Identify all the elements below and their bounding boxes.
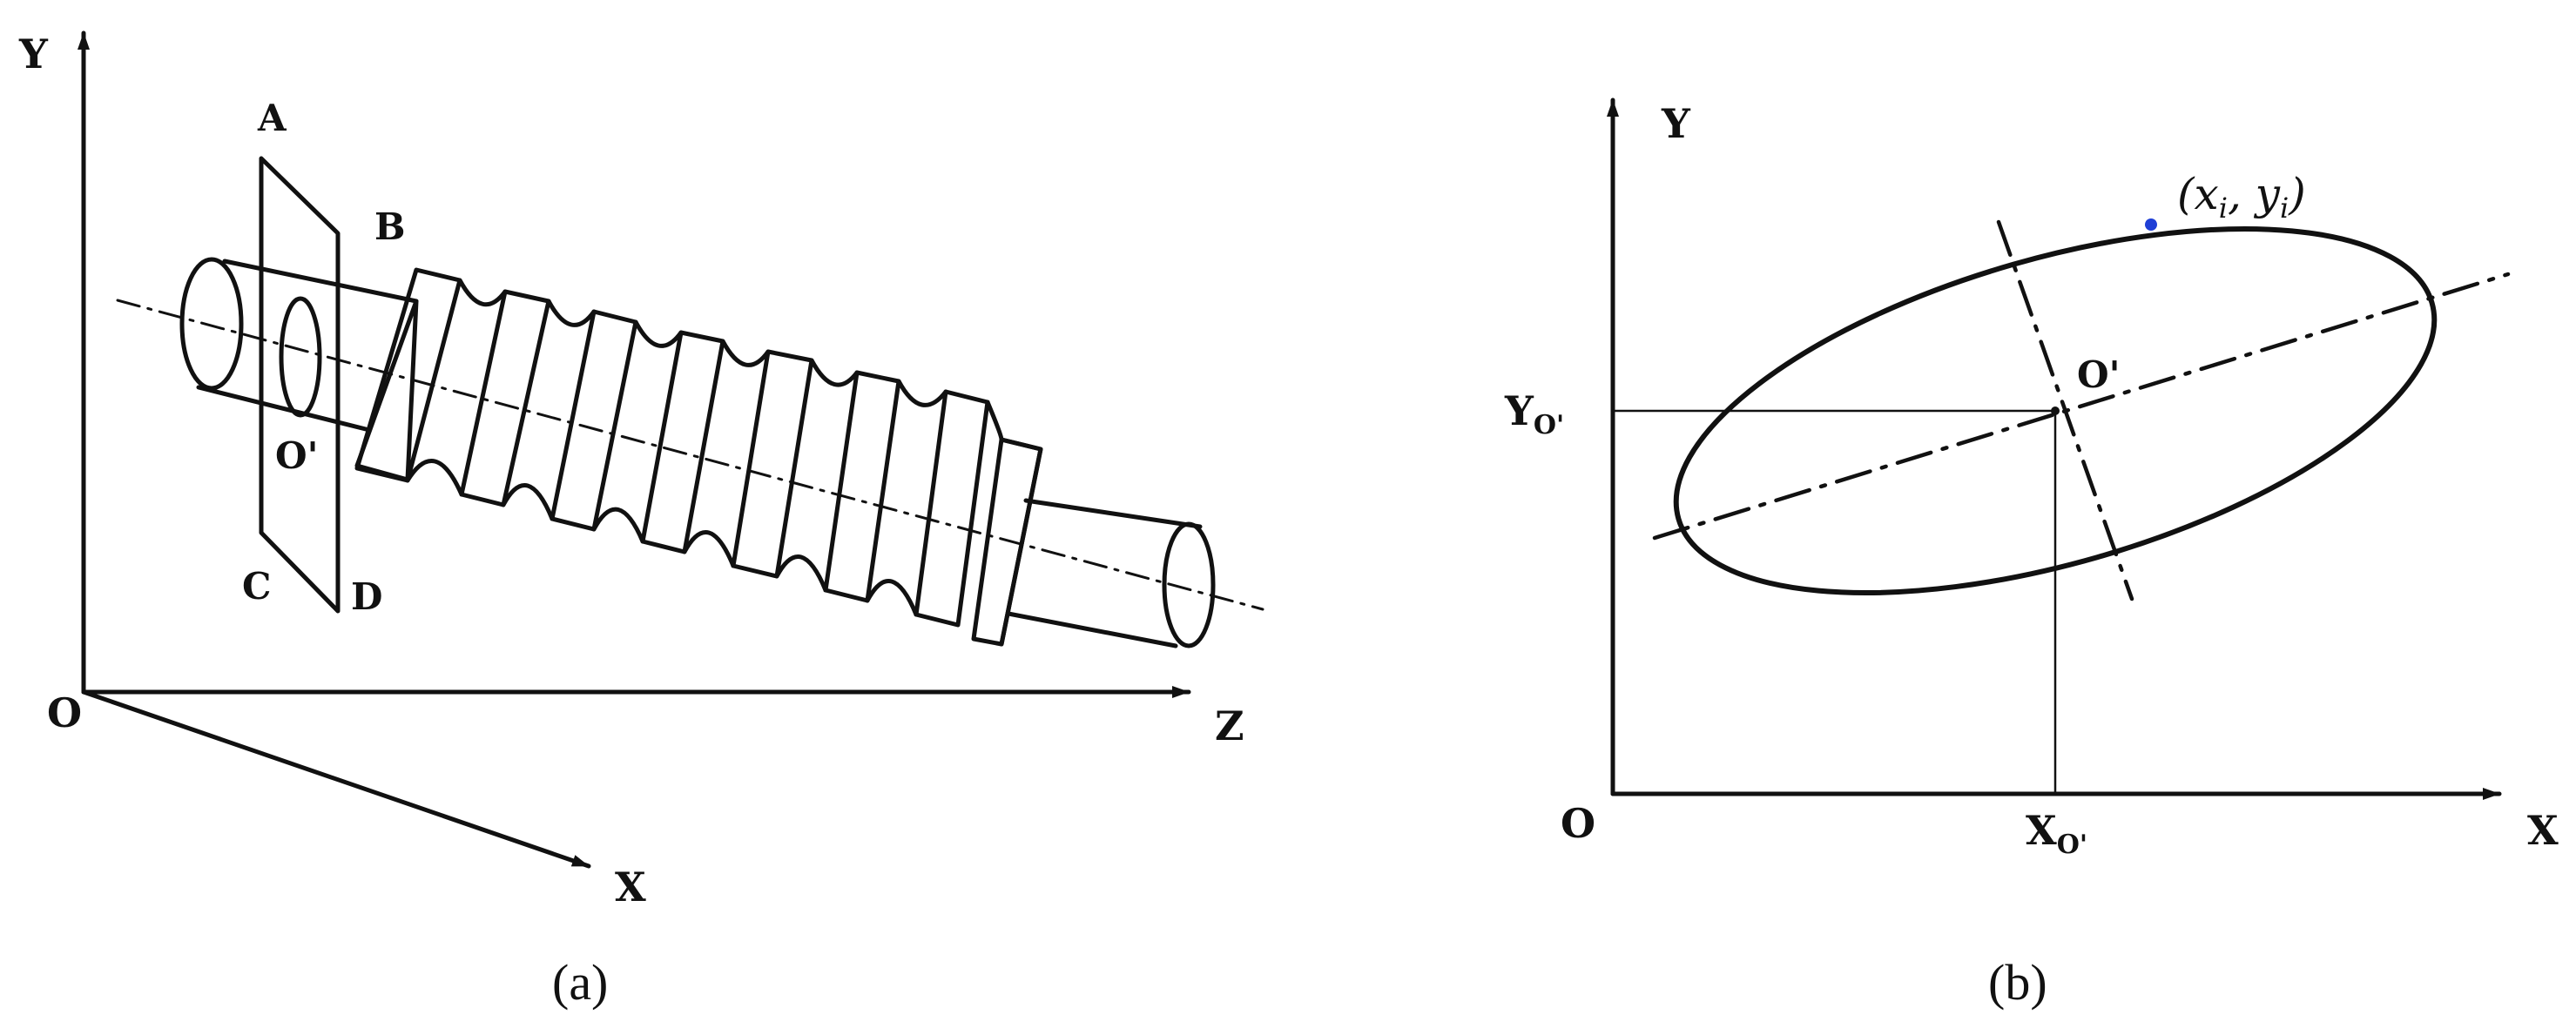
section-center-label: O' xyxy=(275,434,318,477)
x-coordinate-label: XO' xyxy=(2026,807,2087,860)
y-coordinate-label: YO' xyxy=(1504,387,1564,440)
ellipse-major-axis xyxy=(1652,272,2511,541)
ellipse-center-point xyxy=(2051,406,2060,415)
panel-a-x-axis xyxy=(81,689,591,869)
cross-section-ellipse xyxy=(1673,225,2438,596)
panel-b-origin-label: O xyxy=(1561,800,1595,847)
panel-a-x-label: X xyxy=(615,863,646,910)
threaded-section xyxy=(354,267,1043,647)
panel-b: Y X O O' YO' XO' (xi, yi) (b) xyxy=(1504,97,2559,1011)
section-plane-abcd xyxy=(259,156,341,614)
ellipse-minor-axis xyxy=(1996,219,2134,601)
panel-a-origin-label: O xyxy=(47,689,82,736)
panel-a: Y Z X O A B C D O' xyxy=(18,30,1264,1011)
panel-b-caption: (b) xyxy=(1988,954,2047,1011)
panel-a-z-label: Z xyxy=(1215,702,1244,749)
plane-corner-c: C xyxy=(242,565,271,608)
panel-b-x-label: X xyxy=(2527,807,2559,854)
panel-b-y-label: Y xyxy=(1661,100,1691,147)
panel-a-y-label: Y xyxy=(18,30,49,77)
plane-corner-d: D xyxy=(351,575,382,618)
panel-b-center-label: O' xyxy=(2077,353,2120,396)
plane-corner-a: A xyxy=(257,97,287,139)
sample-point xyxy=(2145,218,2157,231)
right-shaft xyxy=(1006,498,1216,648)
plane-corner-b: B xyxy=(374,205,406,248)
panel-a-caption: (a) xyxy=(552,954,608,1011)
cylinder-axis-line xyxy=(116,299,1264,611)
sample-point-label: (xi, yi) xyxy=(2177,169,2306,225)
